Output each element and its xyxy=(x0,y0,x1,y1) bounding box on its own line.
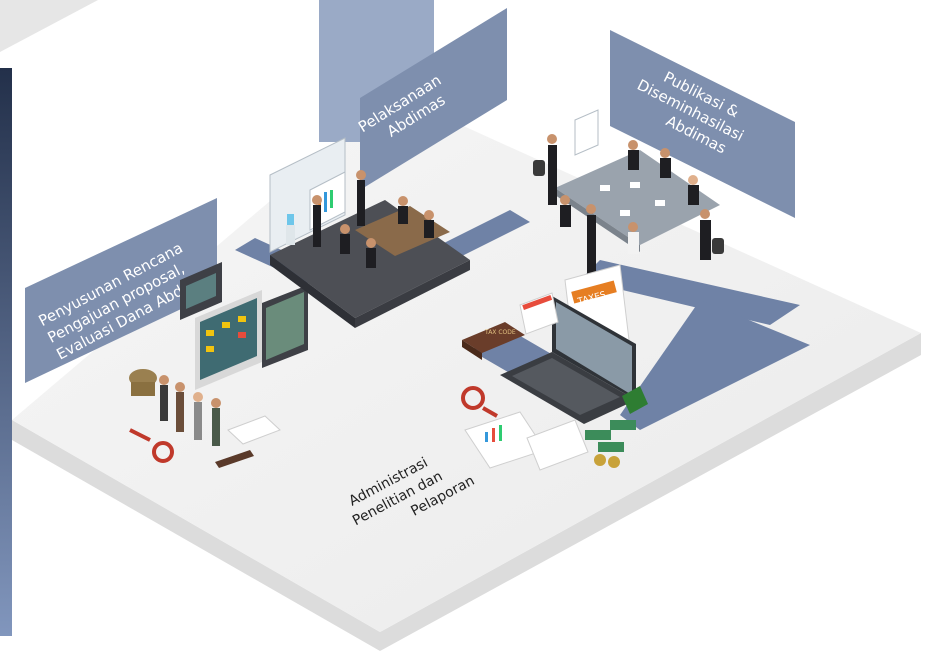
banner-publikasi xyxy=(610,30,795,218)
top-corner-wedge xyxy=(0,0,98,52)
publication-people xyxy=(547,134,711,281)
meeting-room-illustration xyxy=(269,137,470,328)
platform-side xyxy=(12,333,921,651)
planning-people xyxy=(159,375,221,446)
banner-pelaksanaan xyxy=(360,8,507,190)
publication-meeting-illustration xyxy=(533,109,724,281)
cash-stacks xyxy=(585,420,636,468)
meeting-people xyxy=(312,170,434,268)
administration-illustration: TAXES TAX CODE xyxy=(461,264,648,471)
platform-top xyxy=(12,95,921,632)
left-accent-bar xyxy=(0,68,12,636)
planning-illustration xyxy=(129,262,308,468)
tax-book-text: TAX CODE xyxy=(484,329,516,336)
banner-perencanaan xyxy=(25,198,217,383)
